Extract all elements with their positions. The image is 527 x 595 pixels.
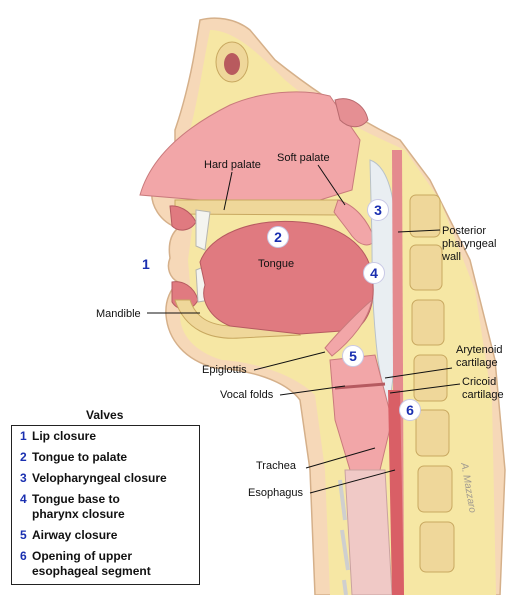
soft-palate-shape: [333, 199, 376, 246]
legend-text: Tongue to palate: [32, 450, 128, 464]
nasal-sinus: [224, 53, 240, 75]
legend-number: 1: [20, 429, 27, 443]
label-cricoid-cartilage: Cricoid cartilage: [462, 376, 504, 401]
nasal-turbinate: [334, 98, 369, 128]
legend-text: Airway closure: [32, 528, 118, 542]
cervical-spine: [409, 194, 455, 573]
legend-item: 1 Lip closure: [20, 429, 199, 444]
legend-number: 2: [20, 450, 27, 464]
legend-text: Lip closure: [32, 429, 97, 443]
legend-number: 5: [20, 528, 27, 542]
label-soft-palate: Soft palate: [277, 152, 330, 164]
label-tongue: Tongue: [258, 258, 295, 270]
leader-lines: [147, 164, 461, 494]
upper-incisor: [195, 209, 211, 251]
esophagus-tube: [388, 390, 404, 595]
legend-text: Tongue base to pharynx closure: [32, 492, 125, 521]
legend-item: 2 Tongue to palate: [20, 450, 199, 465]
marker-6-esophageal: 6: [399, 399, 421, 421]
tracheal-rings: [338, 479, 350, 595]
label-esophagus: Esophagus: [248, 487, 304, 499]
nasal-cavity: [139, 91, 361, 205]
epiglottis-shape: [324, 298, 373, 357]
valves-legend: 1 Lip closure 2 Tongue to palate 3 Velop…: [11, 425, 200, 585]
label-arytenoid-cartilage: Arytenoid cartilage: [456, 344, 503, 369]
label-epiglottis: Epiglottis: [202, 364, 247, 376]
label-trachea: Trachea: [256, 460, 296, 472]
legend-item: 5 Airway closure: [20, 528, 199, 543]
legend-item: 6 Opening of upper esophageal segment: [20, 549, 199, 579]
vocal-fold-line: [334, 382, 386, 390]
marker-2-tongue-palate: 2: [267, 226, 289, 248]
legend-number: 6: [20, 549, 27, 563]
marker-1-lip: 1: [142, 256, 150, 272]
legend-item: 4 Tongue base to pharynx closure: [20, 492, 199, 522]
label-vocal-folds: Vocal folds: [220, 389, 274, 401]
marker-3-velopharyngeal: 3: [367, 199, 389, 221]
legend-text: Opening of upper esophageal segment: [32, 549, 151, 578]
legend-title: Valves: [86, 408, 124, 422]
marker-4-tongue-base: 4: [363, 262, 385, 284]
legend-text: Velopharyngeal closure: [32, 471, 167, 485]
legend-item: 3 Velopharyngeal closure: [20, 471, 199, 486]
label-posterior-pharyngeal-wall: Posterior pharyngeal wall: [442, 225, 497, 263]
label-mandible: Mandible: [96, 308, 141, 320]
marker-5-airway: 5: [342, 345, 364, 367]
label-hard-palate: Hard palate: [204, 159, 261, 171]
legend-number: 4: [20, 492, 27, 506]
legend-number: 3: [20, 471, 27, 485]
trachea-tube: [344, 469, 393, 595]
